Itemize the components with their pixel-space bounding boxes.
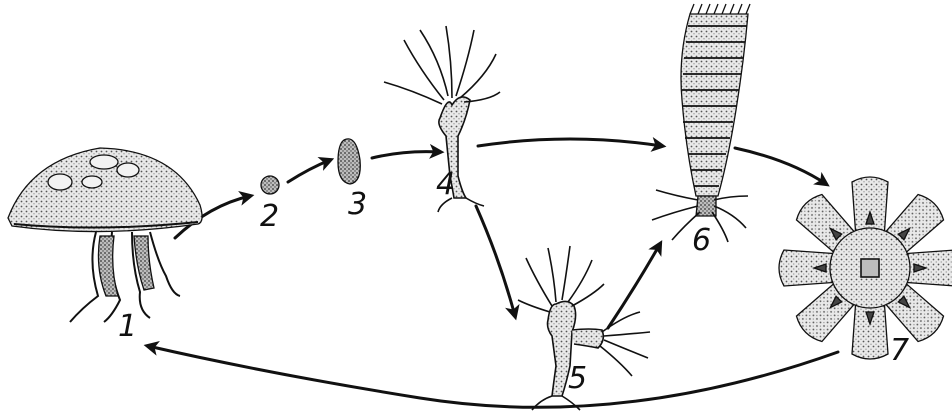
arrow-2-to-3: [288, 160, 330, 182]
planula-icon: [338, 139, 360, 184]
arrow-6-to-7: [735, 148, 826, 184]
arrows: [148, 139, 838, 407]
egg-icon: [261, 176, 279, 194]
stage-label-1: 1: [118, 309, 137, 344]
strobila-icon: [652, 4, 750, 242]
ephyra-icon: [779, 177, 952, 359]
stage-label-6: 6: [692, 223, 711, 258]
arrow-3-to-4: [372, 152, 440, 158]
arrow-4-to-5: [476, 206, 515, 316]
stage-label-3: 3: [348, 187, 367, 222]
arrow-5-to-6: [608, 244, 660, 328]
medusa-icon: [8, 148, 202, 322]
stage-label-7: 7: [890, 333, 909, 368]
arrow-7-to-1: [148, 346, 838, 407]
stage-label-4: 4: [436, 167, 455, 202]
stage-label-2: 2: [260, 199, 279, 234]
arrow-4-to-6: [478, 139, 662, 146]
stage-label-5: 5: [568, 361, 587, 396]
